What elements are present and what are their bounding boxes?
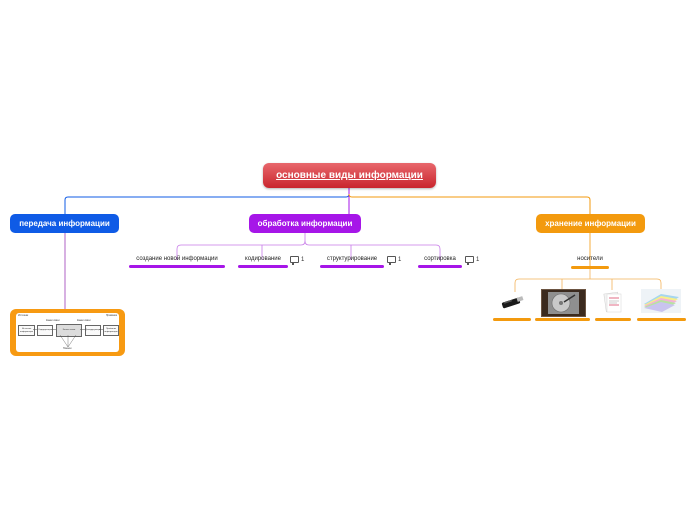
topic-sorting-underline [418,265,462,268]
transfer-diagram-image: Источник Приёмник Канал связи Канал связ… [16,313,119,352]
branch-storage[interactable]: хранение информации [536,214,645,233]
media-usb-underline [493,318,531,321]
root-topic[interactable]: основные виды информации [263,163,436,188]
diagram-channel-label-left: Канал связи [46,319,60,322]
comment-icon [387,256,396,265]
hard-disk-icon[interactable] [541,289,586,317]
comment-coding[interactable]: 1 [290,256,304,265]
comment-icon [290,256,299,265]
media-paper-underline [595,318,631,321]
usb-flash-drive-icon[interactable] [498,292,528,312]
topic-coding-underline [238,265,288,268]
topic-media[interactable]: носители [577,256,603,262]
folders-icon[interactable] [641,289,681,313]
diagram-arrows [33,329,103,348]
comment-sorting[interactable]: 1 [465,256,479,265]
topic-structuring-underline [320,265,384,268]
diagram-box-receiver: Приёмник информации [103,325,119,336]
paper-documents-icon[interactable] [600,290,626,314]
topic-sorting[interactable]: сортировка [424,256,456,262]
transfer-diagram[interactable]: Источник Приёмник Канал связи Канал связ… [10,309,125,356]
topic-structuring[interactable]: структурирование [326,256,378,262]
diagram-box-decoder: Декодирующее [85,325,101,336]
topic-media-underline [571,266,609,269]
media-folders-underline [637,318,686,321]
diagram-channel-label-right: Канал связи [77,319,91,322]
comment-icon [465,256,474,265]
diagram-box-encoder: Кодирующее [37,325,53,336]
media-hdd-underline [535,318,590,321]
topic-creation[interactable]: создание новой информации [136,256,218,262]
topic-creation-underline [129,265,225,268]
diagram-box-channel: Канал связи [56,324,82,337]
branch-transfer[interactable]: передача информации [10,214,119,233]
diagram-box-source: Источник информации [18,325,35,336]
diagram-source-label: Источник [18,314,29,317]
topic-coding[interactable]: кодирование [245,256,281,262]
branch-processing[interactable]: обработка информации [249,214,361,233]
diagram-receiver-label: Приёмник [105,314,117,317]
diagram-noise-label: Помехи [63,347,72,350]
comment-structuring[interactable]: 1 [387,256,401,265]
